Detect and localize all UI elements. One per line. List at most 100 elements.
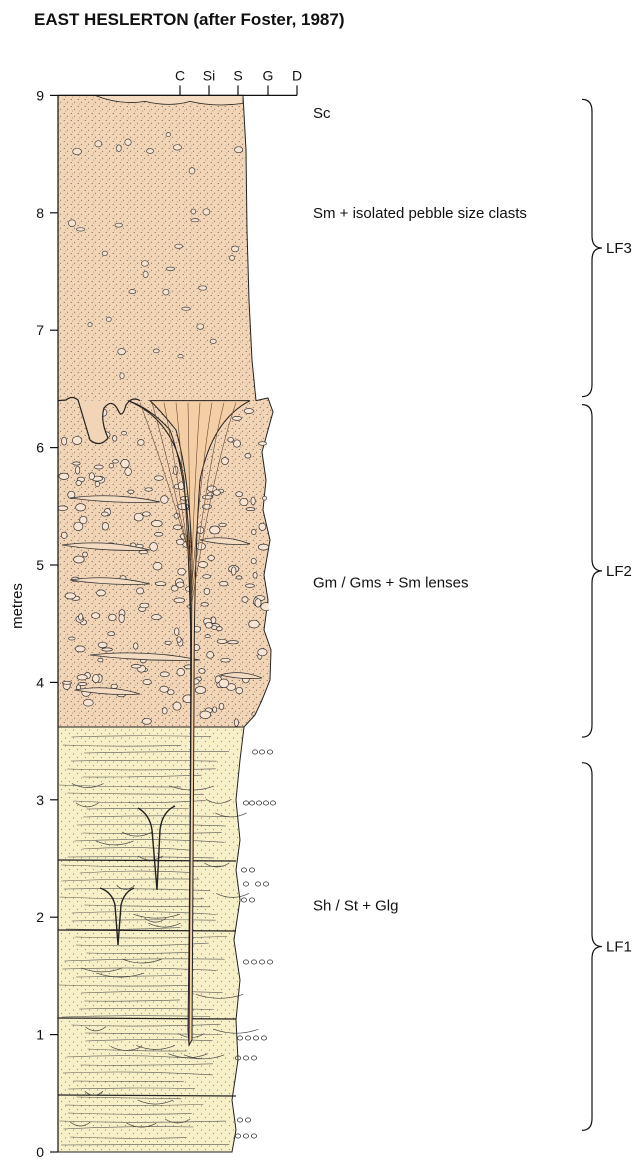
gravel-clast [140,603,149,608]
gravel-clast [258,442,266,446]
gravel-clast [210,526,220,534]
gravel-clast [138,440,145,446]
gravel-clast [195,687,206,694]
gravel-clast [253,572,257,578]
gravel-clast [94,465,103,469]
gravel-clast [95,482,100,487]
gravel-clast [168,690,175,695]
gravel-clast [62,437,67,445]
facies-label: Sh / St + Glg [313,897,398,914]
y-tick-label: 1 [36,1027,44,1043]
gravel-clast [143,679,151,684]
gravel-clast [213,490,220,496]
gravel-clast [65,593,75,599]
y-tick-label: 4 [36,674,44,690]
y-tick-label: 5 [36,557,44,573]
pebble [76,228,84,231]
gravel-clast [165,641,171,644]
gravel-symbol [253,1036,258,1040]
gravel-clast [83,552,88,557]
gravel-clast [199,669,205,674]
gravel-clast [234,440,241,447]
gravel-clast [125,468,132,476]
y-tick-label: 0 [36,1144,44,1160]
gravel-clast [261,603,272,611]
facies-label: Sm + isolated pebble size clasts [313,205,527,222]
pebble [120,373,124,379]
gravel-clast [205,635,210,638]
gravel-clast [234,719,238,727]
grain-scale-label: D [292,67,302,83]
pebble [88,323,92,327]
pebble [191,219,199,222]
gravel-symbol [251,1134,256,1138]
gravel-clast [57,506,67,511]
gravel-clast [113,460,119,463]
unit-brackets: LF3LF2LF1 [582,99,632,1130]
gravel-clast [154,532,163,536]
gravel-clast [153,562,162,570]
gravel-clast [174,598,185,603]
gravel-symbol [252,750,257,754]
gravel-symbol [245,1036,250,1040]
gravel-clast [161,496,169,504]
gravel-symbol [255,882,260,886]
pebble [73,148,82,155]
gravel-symbol [267,750,272,754]
pebble [199,286,207,290]
gravel-clast [246,508,255,511]
gravel-symbol [241,898,246,902]
gravel-clast [217,639,227,643]
gravel-symbol [243,801,248,805]
gravel-clast [204,588,210,594]
gravel-symbol [263,801,268,805]
pebble [95,141,102,147]
gravel-symbol [249,801,254,805]
y-tick-label: 3 [36,792,44,808]
gravel-symbol [243,1134,248,1138]
gravel-clast [203,575,211,579]
gravel-clast [244,409,253,414]
gravel-clast [151,520,162,526]
gravel-clast [122,431,127,435]
gravel-clast [177,668,185,675]
gravel-clast [242,597,248,603]
gravel-clast [219,703,224,709]
gravel-clast [263,496,267,500]
gravel-clast [232,416,241,420]
pebble [173,145,181,150]
unit-bracket [582,763,602,1131]
gravel-clast [207,493,214,496]
gravel-clast [236,687,243,694]
gravel-clast [174,628,179,636]
gravel-clast [231,567,236,575]
gravel-clast [217,627,223,631]
pebble [175,244,183,248]
gravel-symbol [251,960,256,964]
gravel-clast [133,643,138,649]
gravel-clast [59,473,69,479]
gravel-clast [219,679,229,688]
gravel-clast [98,658,103,662]
gravel-clast [221,458,228,465]
gravel-clast [251,558,256,563]
gravel-clast [142,718,151,724]
gravel-symbol [245,1118,250,1122]
gravel-clast [83,699,93,706]
pebble [166,267,175,270]
gravel-clast [258,544,268,550]
gravel-clast [228,437,234,442]
gravel-clast [201,603,209,607]
gravel-clast [111,684,118,688]
gravel-clast [173,702,181,710]
gravel-symbols [235,750,275,1138]
gravel-symbol [241,868,246,872]
gravel-symbol [251,1056,256,1060]
gravel-clast [79,614,83,621]
gravel-clast [128,490,134,494]
height-axis: 0123456789 [36,87,58,1160]
gravel-symbol [243,1056,248,1060]
gravel-clast [69,637,76,640]
gravel-clast [75,646,85,652]
